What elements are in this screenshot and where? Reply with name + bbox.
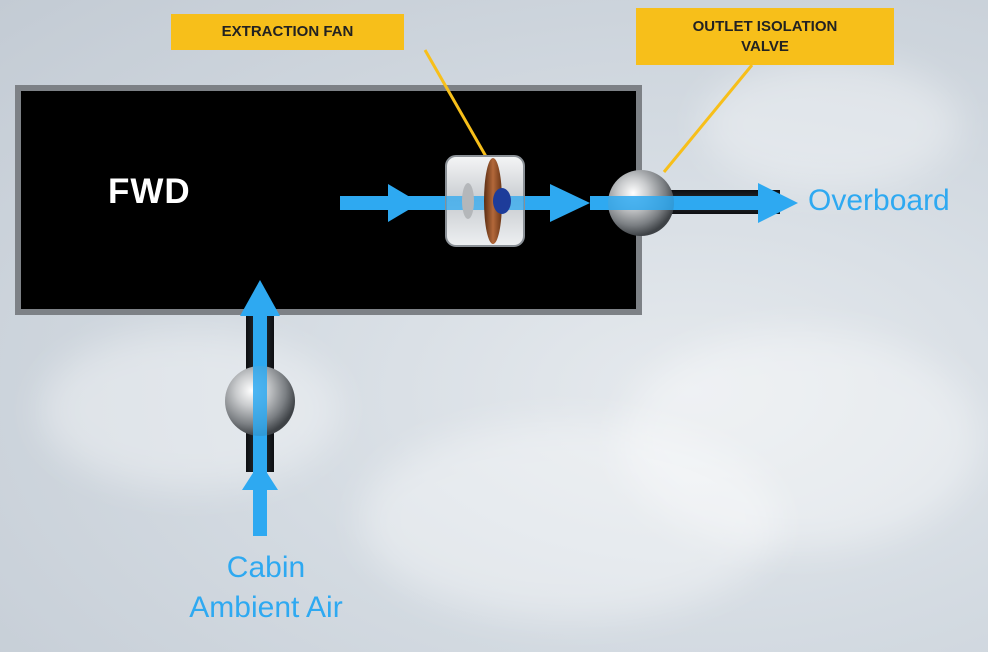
inlet-arrow bbox=[240, 280, 280, 316]
cloud-shape bbox=[360, 420, 780, 620]
flow-arrow bbox=[550, 184, 590, 222]
outlet-isolation-valve-icon bbox=[608, 170, 674, 236]
cabin-ambient-air-label: Cabin Ambient Air bbox=[176, 548, 356, 628]
valve-leader-line bbox=[662, 64, 754, 173]
flow-arrow bbox=[242, 462, 278, 490]
cloud-shape bbox=[620, 330, 980, 550]
outlet-valve-callout: OUTLET ISOLATION VALVE bbox=[636, 8, 894, 65]
fan-leader-line bbox=[423, 49, 490, 161]
cabin-label-line1: Cabin bbox=[226, 551, 306, 584]
cloud-shape bbox=[700, 60, 960, 190]
compartment-label: FWD bbox=[108, 172, 191, 211]
extraction-fan-icon bbox=[445, 155, 525, 247]
inlet-valve-icon bbox=[225, 366, 295, 436]
outlet-valve-callout-line2: VALVE bbox=[741, 37, 789, 55]
extraction-fan-callout: EXTRACTION FAN bbox=[171, 14, 404, 50]
cabin-label-line2: Ambient Air bbox=[189, 591, 343, 624]
overboard-arrow bbox=[758, 183, 798, 223]
extraction-fan-callout-text: EXTRACTION FAN bbox=[221, 23, 354, 40]
flow-arrow bbox=[388, 184, 420, 222]
overboard-label: Overboard bbox=[808, 184, 950, 217]
outlet-valve-callout-line1: OUTLET ISOLATION bbox=[692, 17, 838, 35]
